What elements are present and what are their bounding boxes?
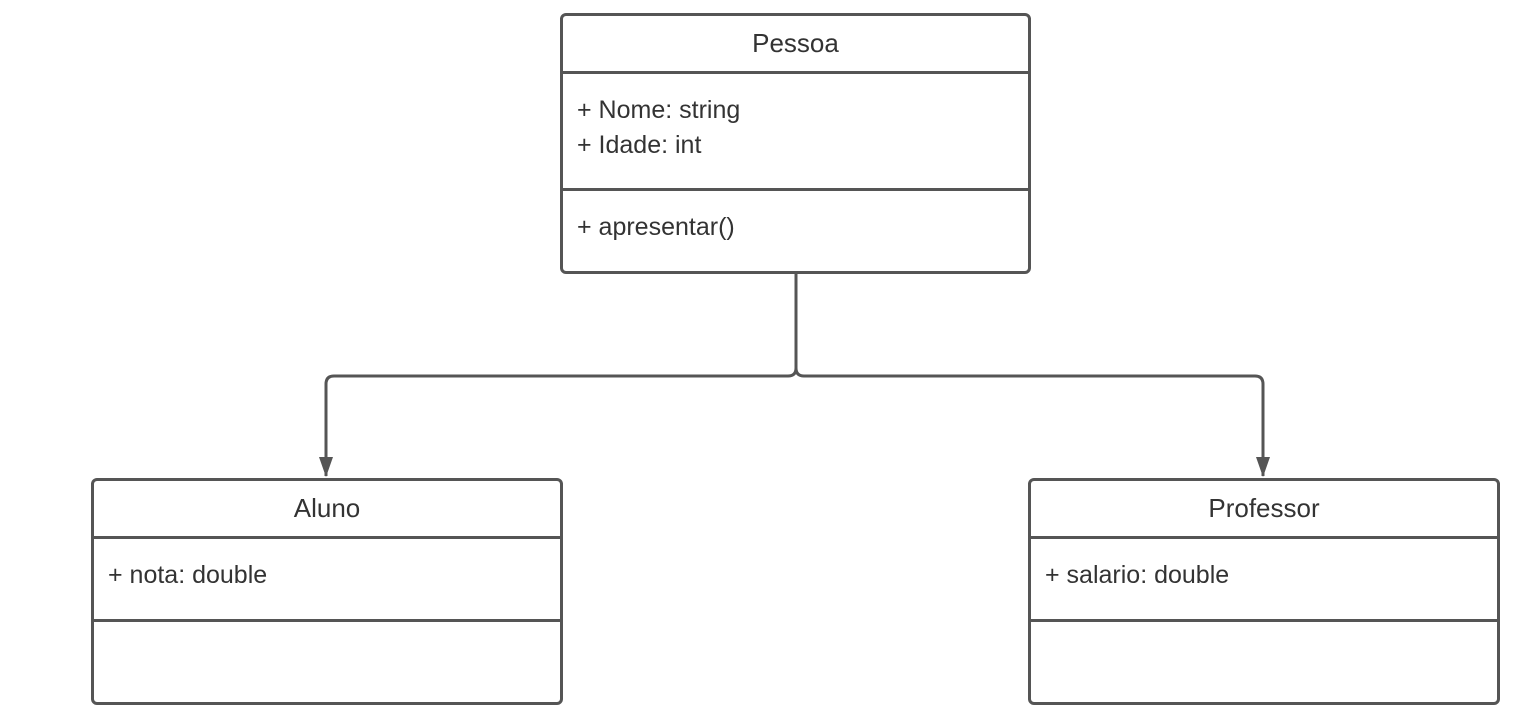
arrowhead-aluno <box>319 457 333 477</box>
class-name-pessoa: Pessoa <box>563 16 1028 74</box>
attribute-nota: + nota: double <box>108 561 268 589</box>
method-apresentar: + apresentar() <box>577 213 735 241</box>
class-box-pessoa[interactable]: Pessoa + Nome: string + Idade: int + apr… <box>560 13 1031 274</box>
attributes-section-professor: + salario: double <box>1031 539 1497 622</box>
attributes-section-pessoa: + Nome: string + Idade: int <box>563 74 1028 191</box>
methods-section-pessoa: + apresentar() <box>563 191 1028 245</box>
class-name-aluno: Aluno <box>94 481 560 539</box>
connector-pessoa-to-aluno <box>324 274 798 476</box>
attributes-section-aluno: + nota: double <box>94 539 560 622</box>
connector-pessoa-to-professor <box>794 367 1265 476</box>
attribute-salario: + salario: double <box>1045 561 1230 589</box>
class-box-professor[interactable]: Professor + salario: double <box>1028 478 1500 705</box>
arrowhead-professor <box>1256 457 1270 477</box>
attribute-nome: + Nome: string <box>577 96 741 124</box>
class-name-professor: Professor <box>1031 481 1497 539</box>
attribute-idade: + Idade: int <box>577 131 702 159</box>
class-box-aluno[interactable]: Aluno + nota: double <box>91 478 563 705</box>
